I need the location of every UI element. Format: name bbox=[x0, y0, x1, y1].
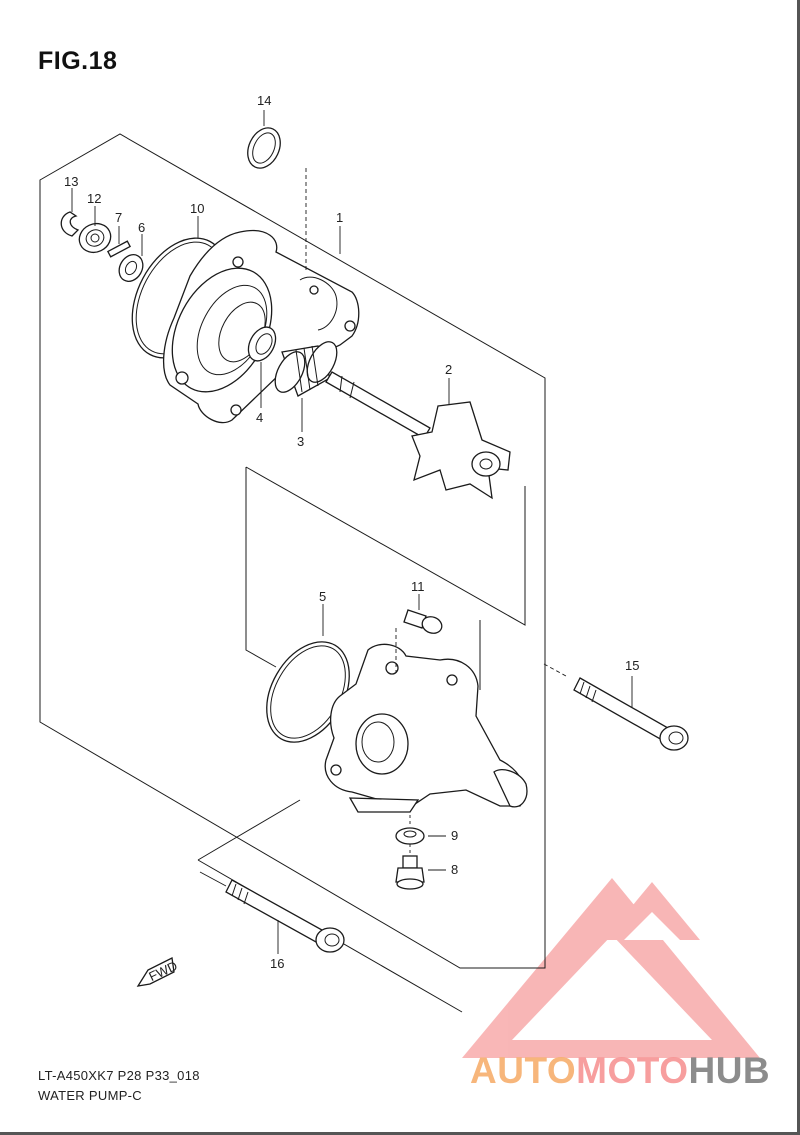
callout-8: 8 bbox=[451, 862, 458, 877]
callout-5: 5 bbox=[319, 589, 326, 604]
bolt-11 bbox=[403, 609, 443, 634]
pump-casing bbox=[324, 643, 528, 813]
assembly-box-upper bbox=[39, 133, 546, 969]
drain-bolt-8 bbox=[395, 855, 425, 890]
figure-title: FIG.18 bbox=[38, 47, 118, 75]
figure-name: WATER PUMP-C bbox=[38, 1088, 142, 1103]
watermark-text: AUTOMOTOHUB bbox=[470, 1050, 770, 1092]
watermark-hub: HUB bbox=[688, 1050, 771, 1091]
bolt-15 bbox=[573, 677, 689, 751]
pump-gear-12 bbox=[78, 222, 112, 254]
page-border-bottom bbox=[0, 1132, 800, 1135]
watermark-auto: AUTO bbox=[470, 1050, 577, 1091]
washer-9 bbox=[395, 827, 425, 845]
pin-7 bbox=[107, 240, 131, 258]
callout-13: 13 bbox=[64, 174, 78, 189]
callout-9: 9 bbox=[451, 828, 458, 843]
callout-12: 12 bbox=[87, 191, 101, 206]
callout-6: 6 bbox=[138, 220, 145, 235]
watermark-moto: MOTO bbox=[576, 1050, 689, 1091]
model-code: LT-A450XK7 P28 P33_018 bbox=[38, 1068, 200, 1083]
pump-body-1 bbox=[162, 229, 360, 424]
callout-14: 14 bbox=[257, 93, 271, 108]
watermark-logo-icon bbox=[462, 878, 760, 1058]
callout-16: 16 bbox=[270, 956, 284, 971]
page-border-right bbox=[797, 0, 800, 1135]
callout-4: 4 bbox=[256, 410, 263, 425]
bolt-16 bbox=[225, 879, 345, 953]
circlip-13 bbox=[60, 211, 80, 237]
fwd-arrow-icon: FWD bbox=[136, 957, 180, 987]
assembly-box-casing bbox=[245, 466, 526, 668]
callout-labels: 1 2 3 4 5 6 7 8 9 10 11 12 13 14 15 16 bbox=[64, 93, 639, 971]
impeller-shaft-2 bbox=[325, 371, 511, 500]
leader-lines bbox=[71, 110, 633, 954]
callout-3: 3 bbox=[297, 434, 304, 449]
callout-11: 11 bbox=[411, 579, 425, 594]
callout-10: 10 bbox=[190, 201, 204, 216]
o-ring-14 bbox=[247, 127, 281, 169]
mechanical-seal-3 bbox=[274, 341, 338, 397]
callout-15: 15 bbox=[625, 658, 639, 673]
callout-7: 7 bbox=[115, 210, 122, 225]
callout-1: 1 bbox=[336, 210, 343, 225]
washer-6 bbox=[118, 254, 144, 282]
svg-text:FWD: FWD bbox=[146, 958, 179, 984]
callout-2: 2 bbox=[445, 362, 452, 377]
oil-seal-4 bbox=[247, 326, 277, 362]
